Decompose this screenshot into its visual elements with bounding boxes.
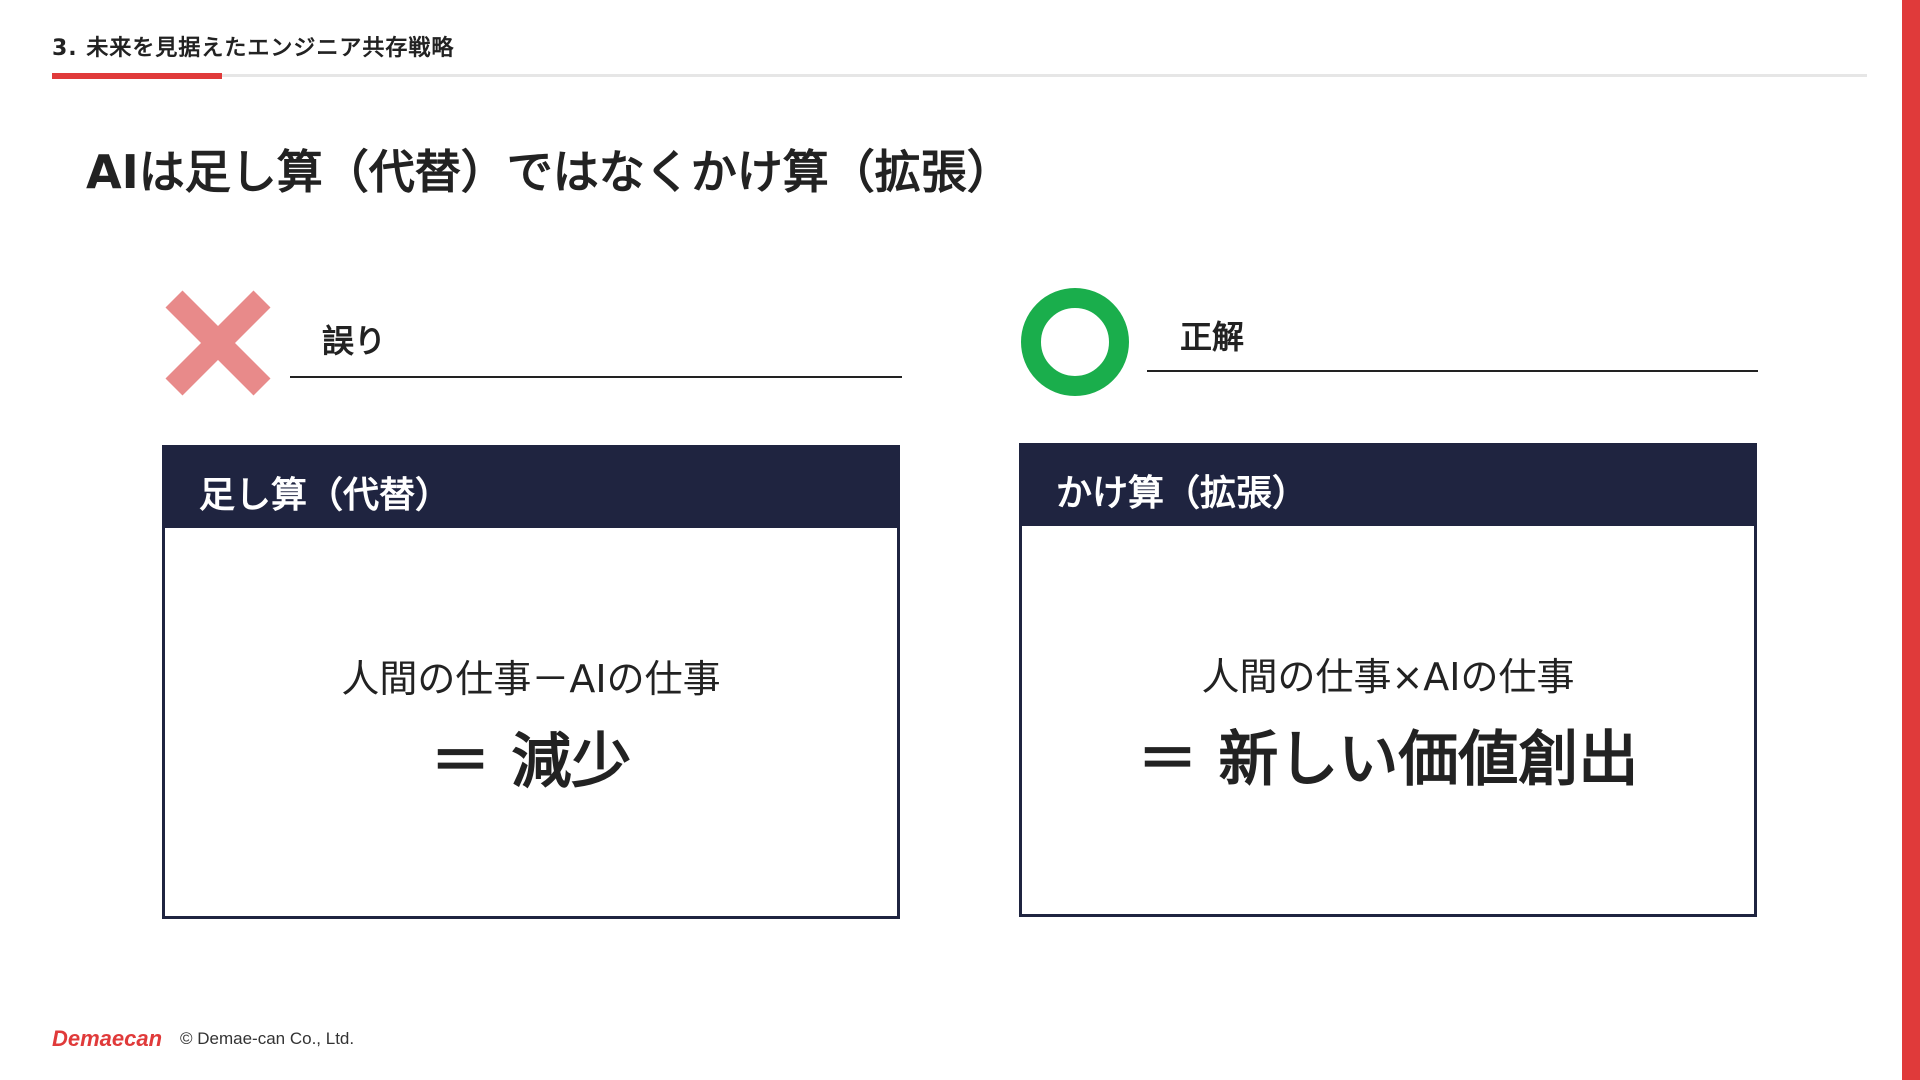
right-accent-bar	[1902, 0, 1920, 1080]
section-label: 3. 未来を見据えたエンジニア共存戦略	[52, 36, 455, 61]
page-title: AIは足し算（代替）ではなくかけ算（拡張）	[86, 145, 1013, 199]
correct-card-result: ＝ 新しい価値創出	[1137, 725, 1639, 795]
circle-icon	[1021, 288, 1129, 396]
footer-copyright: © Demae-can Co., Ltd.	[180, 1029, 355, 1048]
header-divider	[52, 74, 1867, 77]
wrong-card: 足し算（代替） 人間の仕事－AIの仕事 ＝ 減少	[162, 445, 900, 919]
wrong-card-formula: 人間の仕事－AIの仕事	[341, 657, 721, 701]
correct-card: かけ算（拡張） 人間の仕事×AIの仕事 ＝ 新しい価値創出	[1019, 443, 1757, 917]
correct-label: 正解	[1180, 318, 1245, 356]
wrong-card-result: ＝ 減少	[430, 727, 632, 797]
wrong-card-header: 足し算（代替）	[165, 448, 897, 528]
demaecan-logo: Demaecan	[52, 1026, 163, 1051]
header-accent-line	[52, 73, 222, 79]
correct-card-title: かけ算（拡張）	[1056, 473, 1309, 514]
cross-icon	[165, 290, 271, 396]
correct-card-header: かけ算（拡張）	[1022, 446, 1754, 526]
correct-label-underline	[1147, 370, 1758, 372]
wrong-card-title: 足し算（代替）	[199, 475, 452, 516]
correct-card-formula: 人間の仕事×AIの仕事	[1201, 655, 1575, 699]
wrong-label: 誤り	[322, 322, 387, 360]
wrong-label-underline	[290, 376, 902, 378]
